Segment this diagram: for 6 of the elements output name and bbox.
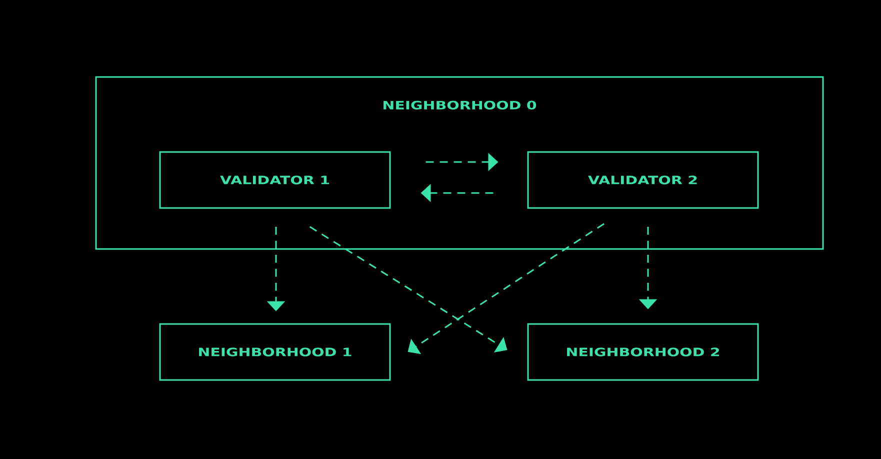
node-box: VALIDATOR 2 [527,151,759,209]
arrow [408,223,604,354]
node-box: NEIGHBORHOOD 1 [159,323,391,381]
node-box: VALIDATOR 1 [159,151,391,209]
arrow [309,226,508,352]
node-box: NEIGHBORHOOD 2 [527,323,759,381]
